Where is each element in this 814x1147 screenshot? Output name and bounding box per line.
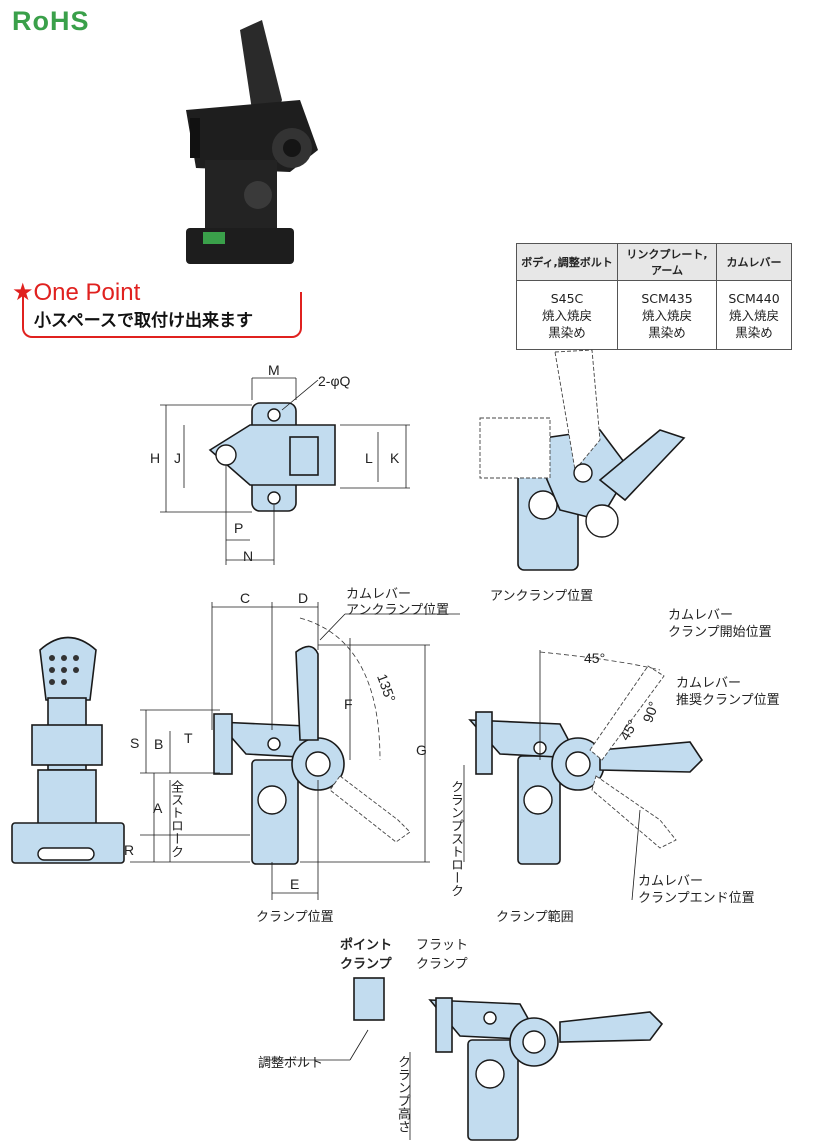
dim-c: C [240, 590, 251, 606]
rohs-logo: RoHS [12, 6, 90, 36]
unclamp-view [479, 349, 686, 571]
dim-r: R [124, 842, 135, 858]
caption-cam-start-1: カムレバー [668, 608, 734, 623]
caption-cam-rec-2: 推奨クランプ位置 [676, 693, 780, 708]
table-header: リンクプレート,アーム [617, 243, 717, 281]
dim-t: T [184, 730, 193, 746]
top-view [160, 377, 410, 565]
dim-k: K [390, 450, 400, 466]
caption-cam-end-1: カムレバー [638, 874, 704, 889]
dim-l: L [365, 450, 373, 466]
dim-h: H [150, 450, 161, 466]
caption-unclamp-position: アンクランプ位置 [490, 589, 594, 604]
caption-clamp-range: クランプ範囲 [496, 910, 574, 925]
table-header: ボディ,調整ボルト [516, 243, 618, 281]
dim-f: F [344, 696, 353, 712]
caption-flat-clamp: フラット クランプ [416, 938, 469, 972]
dim-g: G [416, 742, 427, 758]
dim-s: S [130, 735, 140, 751]
dim-n: N [243, 548, 254, 564]
caption-cam-end-2: クランプエンド位置 [638, 891, 755, 906]
one-point-text: 小スペースで取付け出来ます [34, 311, 253, 331]
front-view [11, 636, 125, 864]
angle-45-top: 45° [584, 650, 606, 666]
dim-a: A [153, 800, 163, 816]
caption-clamp-height: クランプ高さ [395, 1055, 410, 1133]
dim-p: P [234, 520, 244, 536]
caption-clamp-stroke: クランプストローク [448, 780, 463, 897]
caption-point-clamp: ポイント クランプ [340, 938, 393, 972]
dim-b: B [154, 736, 164, 752]
clamp-range-view [463, 650, 704, 901]
table-header: カムレバー [716, 243, 792, 281]
caption-full-stroke: 全ストローク [168, 780, 183, 858]
detail-view [265, 977, 664, 1141]
clamp-view [130, 602, 460, 900]
dim-m: M [268, 362, 280, 378]
caption-adjust-bolt: 調整ボルト [258, 1056, 324, 1071]
dim-e: E [290, 876, 300, 892]
caption-clamp-position: クランプ位置 [256, 910, 334, 925]
dim-d: D [298, 590, 309, 606]
caption-cam-unclamp-2: アンクランプ位置 [346, 603, 450, 618]
dim-q: 2-φQ [318, 373, 351, 389]
caption-cam-start-2: クランプ開始位置 [668, 625, 772, 640]
one-point-label: One Point [33, 279, 141, 306]
dim-j: J [174, 450, 181, 466]
caption-cam-unclamp-1: カムレバー [346, 587, 412, 602]
caption-cam-rec-1: カムレバー [676, 676, 742, 691]
one-point-box [22, 292, 302, 338]
